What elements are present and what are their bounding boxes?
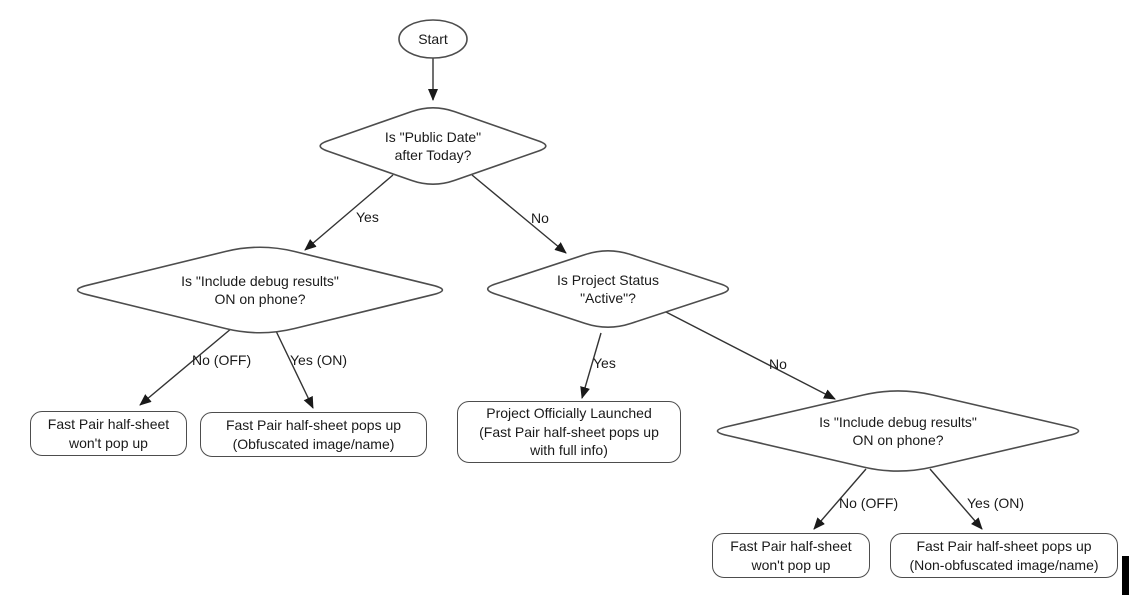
decision-project-status-shape [486,250,730,328]
edge-project-status-yes [580,332,602,399]
outcome-no-popup-right-box: Fast Pair half-sheet won't pop up [712,533,870,578]
edge-debug-right-no-off [813,468,867,530]
decision-public-date-label: Is "Public Date" after Today? [384,128,482,164]
edge-public-date-yes [304,174,394,251]
outcome-launched-box: Project Officially Launched (Fast Pair h… [457,401,681,463]
edge-label-no-2: No [769,356,787,372]
edge-label-no-off-1: No (OFF) [192,352,252,368]
start-label: Start [418,31,448,48]
decision-debug-right-label: Is "Include debug results" ON on phone? [819,413,977,449]
decision-debug-right-shape [716,390,1080,472]
decision-debug-left-shape [76,246,444,334]
start-terminator-shape [398,19,468,59]
edge-label-yes-on-1: Yes (ON) [290,352,348,368]
outcome-obfuscated-box: Fast Pair half-sheet pops up (Obfuscated… [200,412,427,457]
edge-label-no-1: No [531,210,549,226]
edge-debug-right-yes-on [929,468,983,530]
decision-debug-left-label: Is "Include debug results" ON on phone? [181,272,339,308]
edge-debug-left-yes-on [275,330,314,409]
text-cursor-artifact [1122,556,1129,595]
decision-public-date-shape [319,107,547,185]
outcome-non-obfuscated-box: Fast Pair half-sheet pops up (Non-obfusc… [890,533,1118,578]
edge-public-date-no [471,174,567,254]
edges [139,58,983,530]
edge-label-no-off-2: No (OFF) [839,495,899,511]
edge-label-yes-2: Yes [593,355,616,371]
edge-label-yes-1: Yes [356,209,379,225]
edge-label-yes-on-2: Yes (ON) [967,495,1025,511]
edge-debug-left-no-off [139,327,233,406]
outcome-no-popup-left-box: Fast Pair half-sheet won't pop up [30,411,187,456]
edge-project-status-no [665,311,836,400]
shapes [76,19,1080,472]
decision-project-status-label: Is Project Status "Active"? [557,271,659,307]
